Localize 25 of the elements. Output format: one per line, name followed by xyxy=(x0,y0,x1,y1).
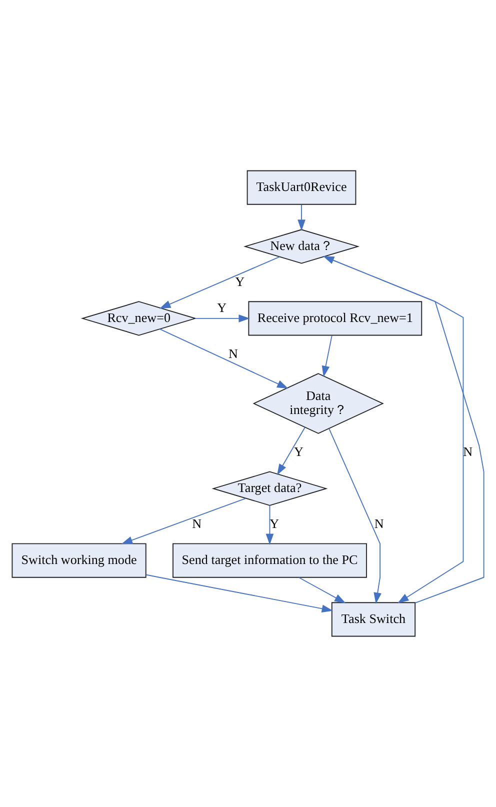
node-box: Task Switch xyxy=(331,602,416,637)
node-box: TaskUart0Revice xyxy=(246,170,356,205)
arrow xyxy=(121,498,246,544)
arrow xyxy=(277,427,306,476)
edge-label: N xyxy=(192,516,202,532)
edge-label: N xyxy=(228,346,238,361)
arrow xyxy=(266,504,274,545)
edge-label: N xyxy=(463,444,473,460)
node-diamond: Data integrity？ xyxy=(252,373,384,434)
node-box: Send target information to the PC xyxy=(172,543,367,578)
arrow xyxy=(194,314,250,322)
edge-label: Y xyxy=(217,300,227,316)
edge-label: Y xyxy=(294,444,304,460)
arrow xyxy=(146,574,334,612)
node-box: Receive protocol Rcv_new=1 xyxy=(248,301,422,336)
edge-label: Y xyxy=(235,274,245,289)
edge-label: N xyxy=(374,516,384,532)
node-diamond: Target data? xyxy=(212,471,328,506)
arrow xyxy=(328,428,382,604)
arrow xyxy=(298,204,306,231)
arrow xyxy=(322,334,332,378)
arrow xyxy=(159,328,288,389)
arrow xyxy=(159,256,280,309)
arrow xyxy=(298,577,346,604)
node-box: Switch working mode xyxy=(12,543,146,578)
